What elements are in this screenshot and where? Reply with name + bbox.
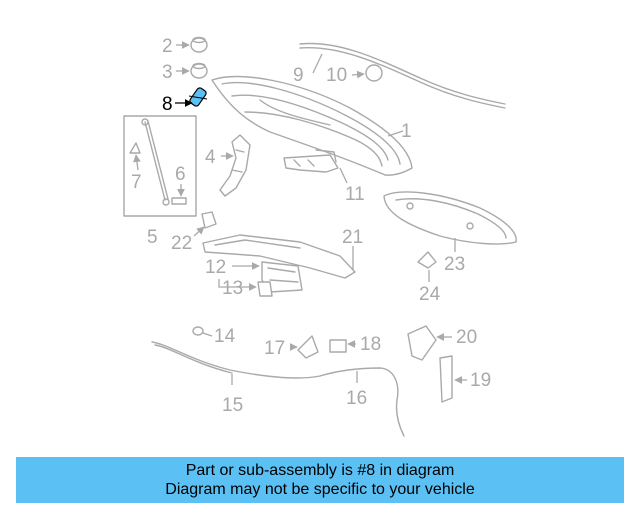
part-15-cable — [151, 341, 405, 437]
callout-13: 13 — [222, 278, 243, 299]
part-8-highlighted — [175, 87, 208, 107]
part-21-support — [202, 234, 356, 279]
callout-15: 15 — [222, 395, 243, 416]
part-22-bumper — [193, 211, 217, 237]
caption-bar: Part or sub-assembly is #8 in diagram Di… — [16, 457, 624, 503]
callout-7: 7 — [131, 172, 142, 193]
part-17-handle — [289, 335, 319, 359]
part-18-clip — [329, 339, 356, 353]
part-5-strut-kit — [123, 115, 197, 217]
callout-6: 6 — [175, 164, 186, 185]
part-10-bumper — [351, 64, 383, 82]
callout-17: 17 — [264, 338, 285, 359]
callout-18: 18 — [360, 334, 381, 355]
part-23-insulator — [383, 191, 517, 252]
part-24-clip — [417, 251, 437, 282]
callout-4: 4 — [205, 147, 216, 168]
callout-23: 23 — [444, 254, 465, 275]
callout-10: 10 — [326, 65, 347, 86]
callout-12: 12 — [205, 257, 226, 278]
part-11-latch — [283, 149, 348, 184]
callout-24: 24 — [419, 284, 441, 305]
callout-16: 16 — [346, 388, 367, 409]
callout-22: 22 — [171, 233, 192, 254]
callout-3: 3 — [162, 62, 173, 83]
caption-line-1: Part or sub-assembly is #8 in diagram — [185, 462, 455, 479]
part-3-bumper — [176, 62, 208, 79]
callout-1: 1 — [401, 121, 412, 142]
part-13-bolt — [218, 279, 273, 297]
callout-8: 8 — [162, 94, 173, 115]
callout-20: 20 — [456, 327, 477, 348]
callout-21: 21 — [342, 227, 363, 248]
part-20-handle — [407, 325, 452, 361]
part-19-bracket — [439, 355, 467, 403]
caption-line-2: Diagram may not be specific to your vehi… — [165, 481, 475, 498]
part-4-hinge — [219, 134, 251, 197]
part-14-clip — [192, 326, 213, 337]
callout-5: 5 — [147, 227, 158, 248]
callout-9: 9 — [293, 65, 304, 86]
part-9-weatherstrip — [299, 42, 506, 109]
part-2-bumper — [176, 36, 208, 53]
callout-11: 11 — [345, 184, 365, 205]
callout-19: 19 — [470, 370, 491, 391]
part-1-hood — [211, 75, 413, 176]
callout-14: 14 — [214, 326, 236, 347]
callout-2: 2 — [162, 36, 173, 57]
part-12-latch-assembly — [232, 261, 303, 293]
